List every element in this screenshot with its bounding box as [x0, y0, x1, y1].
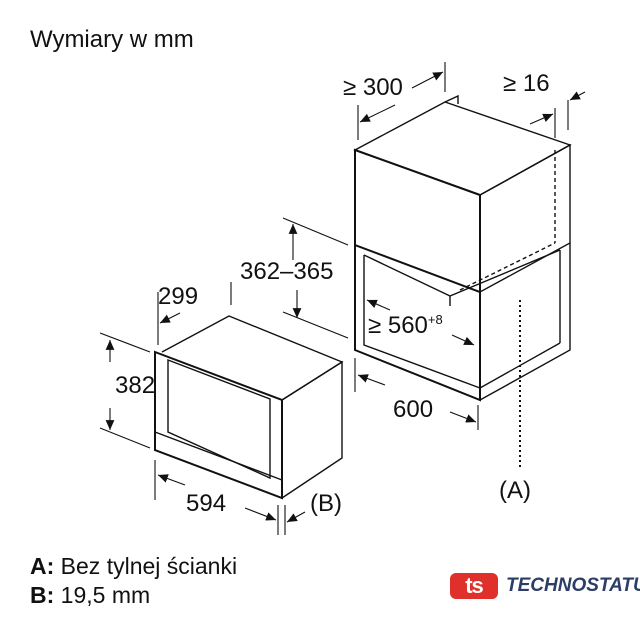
diagram-title: Wymiary w mm: [30, 26, 194, 53]
dim-appliance-height: 382: [115, 372, 156, 399]
label-b: (B): [310, 490, 342, 517]
dim-niche-width-value: ≥ 560: [368, 312, 428, 339]
legend-text: Bez tylnej ścianki: [60, 553, 238, 579]
legend-item-b: B: 19,5 mm: [30, 581, 237, 610]
technostatus-logo: ts TECHNOSTATUS: [450, 573, 640, 599]
dim-cabinet-width: 600: [393, 396, 434, 423]
legend-text: 19,5 mm: [60, 582, 151, 608]
dimension-lines: [99, 62, 586, 535]
logo-text: TECHNOSTATUS: [506, 575, 640, 596]
logo-mark: ts: [450, 573, 498, 599]
label-a: (A): [499, 477, 531, 504]
dim-cabinet-gap: ≥ 16: [503, 70, 550, 97]
legend: A: Bez tylnej ścianki B: 19,5 mm: [30, 552, 237, 610]
legend-key: A:: [30, 553, 55, 579]
dim-appliance-depth: 299: [158, 283, 199, 310]
cabinet: [353, 94, 572, 470]
dim-niche-height: 362–365: [240, 258, 334, 285]
dim-niche-width-tolerance: +8: [427, 312, 443, 327]
dim-niche-width: ≥ 560+8: [368, 312, 443, 340]
dim-appliance-width: 594: [186, 490, 227, 517]
legend-item-a: A: Bez tylnej ścianki: [30, 552, 237, 581]
microwave-appliance: [154, 315, 344, 500]
dim-cabinet-depth: ≥ 300: [343, 74, 403, 101]
legend-key: B:: [30, 582, 55, 608]
